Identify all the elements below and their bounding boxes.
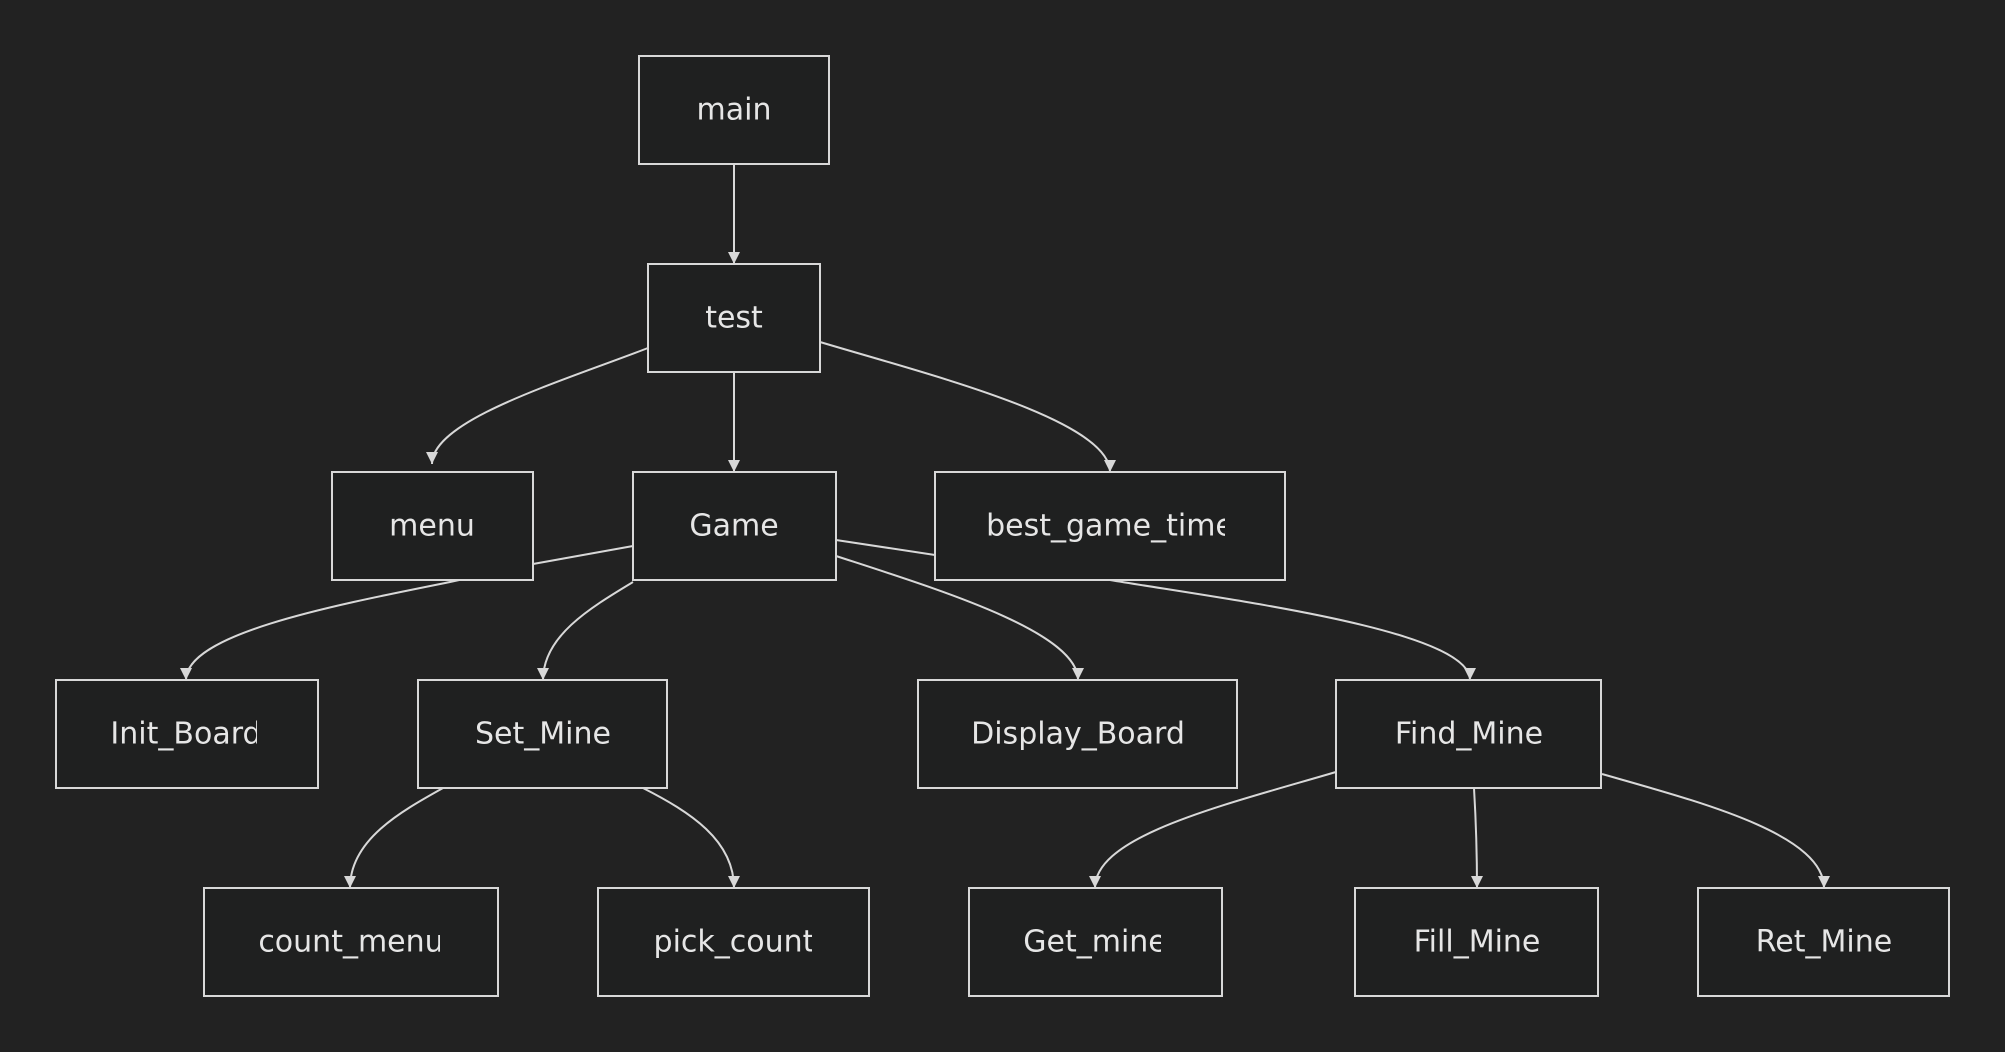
- node-main-label: main: [697, 93, 772, 128]
- edge-set-mine-count-menu: [344, 787, 444, 889]
- edge-game-display-board: [835, 555, 1084, 681]
- node-init-board: Init_Board: [55, 679, 319, 789]
- node-game: Game: [632, 471, 837, 581]
- edge-test-best-game-time: [819, 341, 1116, 473]
- node-main: main: [638, 55, 830, 165]
- edges-layer: [180, 164, 1830, 889]
- node-game-label: Game: [689, 509, 778, 544]
- node-pick-count: pick_count: [597, 887, 870, 997]
- edge-find-mine-ret-mine: [1601, 773, 1830, 889]
- node-pick-count-label: pick_count: [654, 925, 815, 960]
- node-set-mine-label: Set_Mine: [475, 717, 611, 752]
- node-best-game-time-label: best_game_time: [986, 509, 1234, 544]
- node-ret-mine-label: Ret_Mine: [1756, 925, 1892, 960]
- node-ret-mine: Ret_Mine: [1697, 887, 1950, 997]
- edge-set-mine-pick-count: [642, 787, 740, 889]
- node-menu-label: menu: [389, 509, 475, 544]
- node-fill-mine: Fill_Mine: [1354, 887, 1599, 997]
- node-test: test: [647, 263, 821, 373]
- edge-find-mine-get-mine: [1089, 771, 1337, 889]
- node-display-board-label: Display_Board: [971, 717, 1185, 752]
- node-get-mine: Get_mine: [968, 887, 1223, 997]
- node-test-label: test: [705, 301, 763, 336]
- node-find-mine: Find_Mine: [1335, 679, 1602, 789]
- node-fill-mine-label: Fill_Mine: [1414, 925, 1541, 960]
- edge-game-find-mine: [835, 539, 1470, 680]
- node-get-mine-label: Get_mine: [1023, 925, 1167, 960]
- edge-game-set-mine: [537, 581, 634, 681]
- node-display-board: Display_Board: [917, 679, 1238, 789]
- node-menu: menu: [331, 471, 534, 581]
- node-count-menu: count_menu: [203, 887, 499, 997]
- edge-game-init-board: [180, 545, 634, 681]
- node-count-menu-label: count_menu: [258, 925, 443, 960]
- node-find-mine-label: Find_Mine: [1395, 717, 1543, 752]
- nodes-layer: main test menu Game best_game_time Init_…: [55, 55, 1950, 997]
- edge-find-mine-fill-mine: [1470, 787, 1483, 889]
- node-best-game-time: best_game_time: [934, 471, 1286, 581]
- node-set-mine: Set_Mine: [417, 679, 668, 789]
- edge-test-menu: [426, 347, 649, 465]
- node-init-board-label: Init_Board: [110, 717, 261, 752]
